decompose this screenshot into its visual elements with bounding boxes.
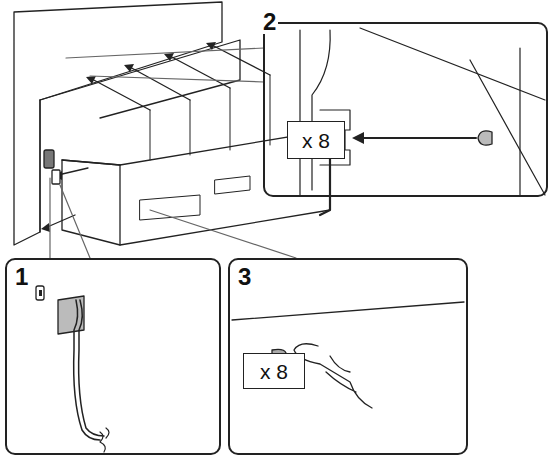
quantity-label: x 8 — [302, 130, 330, 151]
quantity-label: x 8 — [260, 361, 288, 382]
detail-panel: 1 — [5, 258, 221, 455]
step-number: 3 — [236, 265, 253, 289]
step-number: 1 — [13, 265, 30, 289]
detail-panel: 3 x 8 — [228, 258, 468, 455]
detail-panel: 2x 8 — [263, 22, 548, 197]
count-box: x 8 — [243, 353, 305, 389]
step-number: 2 — [261, 10, 278, 34]
count-box: x 8 — [287, 121, 345, 159]
